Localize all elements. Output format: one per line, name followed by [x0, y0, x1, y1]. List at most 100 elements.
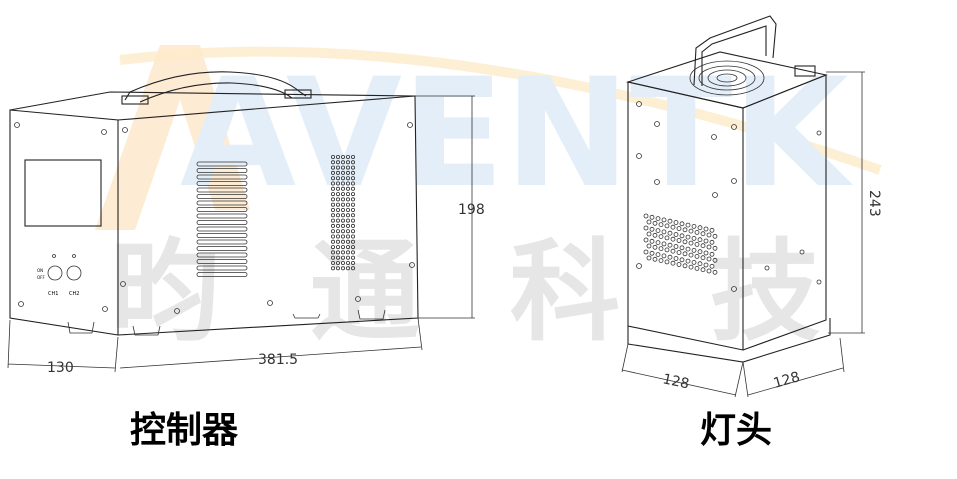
- vent-hole: [335, 181, 340, 186]
- vent-hole: [700, 267, 706, 273]
- vent-hole: [649, 250, 655, 256]
- depth-dimension-line: [7, 319, 119, 373]
- vent-hole: [340, 213, 345, 218]
- vent-hole: [652, 256, 658, 262]
- vent-hole: [345, 192, 350, 197]
- controller-height-dim: 198: [458, 202, 485, 218]
- vent-hole: [330, 186, 335, 191]
- vent-hole: [330, 229, 335, 234]
- vent-hole: [350, 165, 355, 170]
- vent-hole: [335, 165, 340, 170]
- vent-hole: [652, 244, 658, 250]
- vent-hole: [655, 252, 661, 258]
- vent-hole: [703, 226, 709, 232]
- vent-hole: [345, 176, 350, 181]
- vent-hole: [350, 202, 355, 207]
- controller-drawing: ON OFF CH1 CH2 198 130 381.5 控制器: [7, 71, 485, 451]
- logo-a-shape: [95, 45, 250, 230]
- vent-hole: [330, 260, 335, 265]
- vent-hole: [670, 260, 676, 266]
- vent-hole: [340, 165, 345, 170]
- vent-hole: [340, 186, 345, 191]
- vent-hole: [345, 197, 350, 202]
- vent-hole: [340, 250, 345, 255]
- vent-hole: [350, 234, 355, 239]
- vent-hole: [330, 234, 335, 239]
- vent-hole: [350, 266, 355, 271]
- vent-hole: [345, 234, 350, 239]
- company-watermark-text: 昀通科技: [110, 228, 910, 356]
- vent-hole: [340, 239, 345, 244]
- vent-hole: [345, 154, 350, 159]
- vent-hole: [694, 229, 700, 235]
- vent-hole: [340, 255, 345, 260]
- vent-hole: [655, 228, 661, 234]
- vent-hole: [345, 170, 350, 175]
- vent-hole: [350, 239, 355, 244]
- lamp-width-dimension-lines: [621, 337, 845, 398]
- vent-hole: [673, 244, 679, 249]
- vent-hole: [340, 223, 345, 228]
- vent-slot: [196, 272, 248, 277]
- vent-hole: [340, 229, 345, 234]
- lamp-side-face: [742, 74, 827, 351]
- vent-hole: [664, 235, 670, 241]
- vent-hole: [340, 154, 345, 159]
- vent-slot: [196, 161, 248, 167]
- vent-hole: [345, 229, 350, 234]
- vent-hole: [679, 233, 685, 239]
- vent-slot: [196, 213, 248, 219]
- vent-hole: [700, 243, 706, 249]
- vent-hole: [694, 253, 700, 259]
- controller-vent-holes: [330, 154, 355, 271]
- vent-hole: [350, 207, 355, 212]
- vent-hole: [335, 213, 340, 218]
- length-dimension-line: [119, 317, 423, 369]
- ch2-knob: [66, 265, 82, 281]
- vent-hole: [706, 256, 712, 262]
- vent-hole: [350, 245, 355, 250]
- vent-slot: [196, 265, 248, 271]
- vent-hole: [345, 165, 350, 170]
- vent-hole: [330, 160, 335, 165]
- vent-hole: [340, 192, 345, 197]
- vent-hole: [646, 243, 652, 249]
- vent-hole: [712, 233, 718, 239]
- vent-hole: [345, 250, 350, 255]
- vent-hole: [673, 220, 679, 225]
- height-dimension-line: [415, 95, 475, 319]
- vent-hole: [330, 181, 335, 186]
- vent-hole: [350, 186, 355, 191]
- vent-hole: [330, 245, 335, 250]
- vent-hole: [676, 250, 682, 255]
- vent-hole: [340, 266, 345, 271]
- lamp-width-left-dim: 128: [661, 371, 690, 392]
- vent-hole: [673, 232, 679, 237]
- lamp-height-dimension-line: [826, 71, 865, 334]
- vent-hole: [335, 170, 340, 175]
- vent-hole: [712, 257, 718, 263]
- vent-slot: [196, 239, 248, 245]
- vent-hole: [335, 218, 340, 223]
- vent-hole: [340, 181, 345, 186]
- vent-hole: [335, 192, 340, 197]
- vent-hole: [664, 259, 670, 265]
- vent-slot: [196, 259, 248, 264]
- vent-hole: [335, 154, 340, 159]
- vent-hole: [661, 217, 667, 223]
- vent-hole: [691, 247, 697, 253]
- vent-hole: [700, 231, 706, 237]
- vent-hole: [345, 223, 350, 228]
- vent-hole: [685, 258, 691, 264]
- vent-hole: [697, 249, 703, 255]
- vent-hole: [345, 239, 350, 244]
- vent-hole: [350, 197, 355, 202]
- vent-hole: [646, 255, 652, 261]
- controller-caption: 控制器: [130, 410, 239, 451]
- vent-hole: [682, 251, 688, 257]
- vent-hole: [340, 202, 345, 207]
- vent-hole: [649, 214, 655, 220]
- vent-hole: [706, 244, 712, 250]
- vent-hole: [658, 258, 664, 264]
